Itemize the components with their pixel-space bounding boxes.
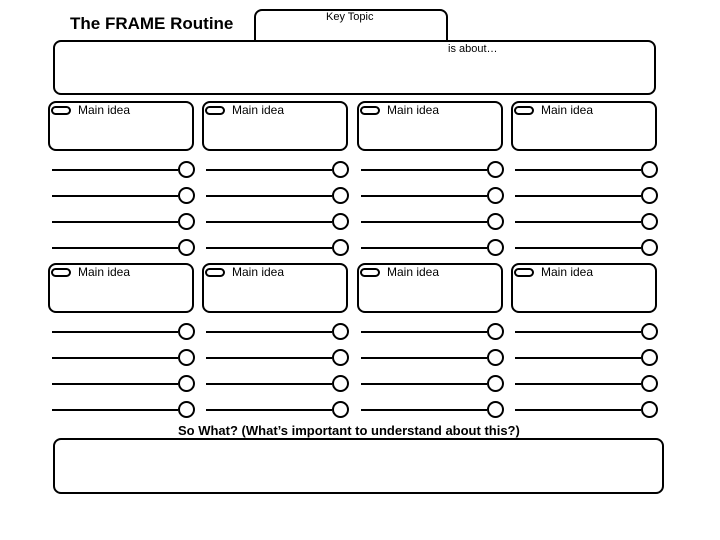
detail-line[interactable] <box>515 409 641 411</box>
detail-bullet-icon <box>332 161 349 178</box>
detail-line[interactable] <box>515 383 641 385</box>
detail-line[interactable] <box>52 409 178 411</box>
detail-line[interactable] <box>515 357 641 359</box>
detail-bullet-icon <box>641 187 658 204</box>
detail-line[interactable] <box>361 383 487 385</box>
detail-line[interactable] <box>515 195 641 197</box>
page-title: The FRAME Routine <box>70 14 234 33</box>
detail-line[interactable] <box>206 247 332 249</box>
main-idea-box[interactable] <box>48 101 194 151</box>
detail-line[interactable] <box>361 195 487 197</box>
detail-bullet-icon <box>641 323 658 340</box>
main-idea-label: Main idea <box>78 103 131 117</box>
so-what-label: So What? (What’s important to understand… <box>178 423 520 438</box>
detail-line[interactable] <box>361 247 487 249</box>
detail-bullet-icon <box>641 349 658 366</box>
main-idea-tab-icon <box>51 268 71 277</box>
detail-line[interactable] <box>52 383 178 385</box>
detail-bullet-icon <box>487 187 504 204</box>
main-idea-tab-icon <box>514 106 534 115</box>
detail-bullet-icon <box>332 213 349 230</box>
detail-line[interactable] <box>52 331 178 333</box>
detail-bullet-icon <box>178 239 195 256</box>
main-idea-box[interactable] <box>202 263 348 313</box>
main-idea-box[interactable] <box>511 263 657 313</box>
detail-line[interactable] <box>206 383 332 385</box>
detail-line[interactable] <box>206 221 332 223</box>
detail-bullet-icon <box>487 161 504 178</box>
main-idea-label: Main idea <box>78 265 131 279</box>
key-topic-label: Key Topic <box>326 11 374 23</box>
detail-bullet-icon <box>178 323 195 340</box>
main-idea-label: Main idea <box>541 265 594 279</box>
detail-line[interactable] <box>52 195 178 197</box>
detail-line[interactable] <box>361 169 487 171</box>
detail-bullet-icon <box>641 375 658 392</box>
detail-bullet-icon <box>487 323 504 340</box>
detail-bullet-icon <box>332 375 349 392</box>
main-idea-tab-icon <box>51 106 71 115</box>
main-idea-tab-icon <box>205 106 225 115</box>
detail-bullet-icon <box>487 375 504 392</box>
detail-bullet-icon <box>332 349 349 366</box>
detail-bullet-icon <box>641 239 658 256</box>
detail-line[interactable] <box>361 221 487 223</box>
detail-bullet-icon <box>641 161 658 178</box>
main-idea-label: Main idea <box>232 265 285 279</box>
detail-line[interactable] <box>206 331 332 333</box>
detail-line[interactable] <box>52 357 178 359</box>
detail-bullet-icon <box>178 187 195 204</box>
main-idea-tab-icon <box>514 268 534 277</box>
detail-bullet-icon <box>487 401 504 418</box>
detail-bullet-icon <box>178 375 195 392</box>
detail-bullet-icon <box>332 187 349 204</box>
detail-bullet-icon <box>332 401 349 418</box>
detail-bullet-icon <box>641 401 658 418</box>
main-idea-box[interactable] <box>357 263 503 313</box>
detail-line[interactable] <box>52 247 178 249</box>
main-idea-box[interactable] <box>357 101 503 151</box>
main-idea-tab-icon <box>205 268 225 277</box>
detail-line[interactable] <box>206 357 332 359</box>
detail-bullet-icon <box>487 239 504 256</box>
detail-line[interactable] <box>515 247 641 249</box>
main-idea-label: Main idea <box>232 103 285 117</box>
detail-line[interactable] <box>361 331 487 333</box>
main-idea-tab-icon <box>360 106 380 115</box>
detail-line[interactable] <box>206 409 332 411</box>
detail-line[interactable] <box>361 357 487 359</box>
detail-line[interactable] <box>515 169 641 171</box>
detail-line[interactable] <box>52 169 178 171</box>
detail-bullet-icon <box>178 401 195 418</box>
detail-line[interactable] <box>206 169 332 171</box>
detail-bullet-icon <box>487 349 504 366</box>
main-idea-box[interactable] <box>202 101 348 151</box>
detail-bullet-icon <box>178 213 195 230</box>
detail-bullet-icon <box>332 239 349 256</box>
main-idea-tab-icon <box>360 268 380 277</box>
detail-line[interactable] <box>515 221 641 223</box>
detail-bullet-icon <box>332 323 349 340</box>
detail-line[interactable] <box>515 331 641 333</box>
detail-bullet-icon <box>178 349 195 366</box>
is-about-label: is about… <box>448 43 498 55</box>
detail-bullet-icon <box>487 213 504 230</box>
detail-line[interactable] <box>206 195 332 197</box>
main-idea-box[interactable] <box>48 263 194 313</box>
detail-line[interactable] <box>361 409 487 411</box>
detail-line[interactable] <box>52 221 178 223</box>
so-what-box[interactable] <box>53 438 664 494</box>
main-idea-label: Main idea <box>541 103 594 117</box>
detail-bullet-icon <box>641 213 658 230</box>
is-about-box[interactable] <box>53 40 656 95</box>
main-idea-label: Main idea <box>387 103 440 117</box>
main-idea-label: Main idea <box>387 265 440 279</box>
detail-bullet-icon <box>178 161 195 178</box>
main-idea-box[interactable] <box>511 101 657 151</box>
